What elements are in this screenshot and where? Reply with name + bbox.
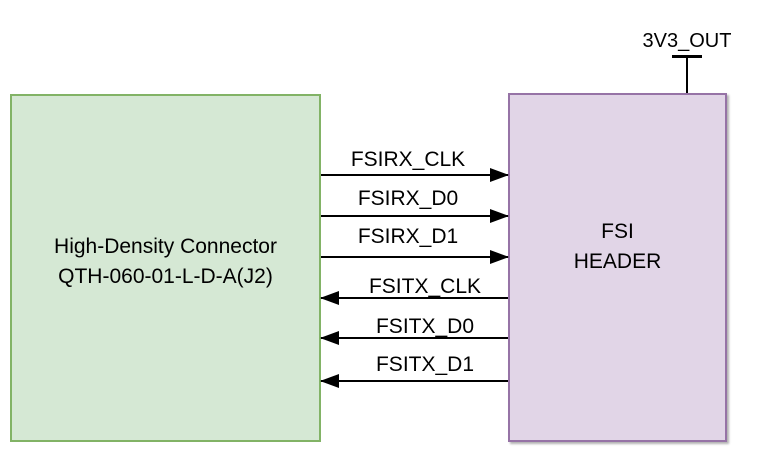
arrow-right-icon <box>490 209 509 223</box>
signal-label-fsirx-d0: FSIRX_D0 <box>357 187 459 210</box>
connector-part-number-text: QTH-060-01-L-D-A(J2) <box>58 265 273 288</box>
signal-line-fsirx-d0 <box>321 215 508 217</box>
arrow-right-icon <box>490 168 509 182</box>
signal-line-fsitx-clk <box>321 297 508 299</box>
fsi-text: FSI <box>601 220 634 243</box>
arrow-left-icon <box>320 331 339 345</box>
arrow-left-icon <box>320 374 339 388</box>
signal-label-fsitx-clk: FSITX_CLK <box>368 275 482 298</box>
high-density-connector-label: High-Density Connector QTH-060-01-L-D-A(… <box>12 232 319 292</box>
signal-label-fsirx-d1: FSIRX_D1 <box>357 225 459 248</box>
signal-line-fsirx-clk <box>321 174 508 176</box>
fsi-header-label: FSI HEADER <box>510 217 725 277</box>
signal-label-fsitx-d0: FSITX_D0 <box>375 315 475 338</box>
connector-name-text: High-Density Connector <box>54 235 277 258</box>
arrow-left-icon <box>320 291 339 305</box>
signal-label-fsirx-clk: FSIRX_CLK <box>350 148 466 171</box>
high-density-connector-box: High-Density Connector QTH-060-01-L-D-A(… <box>10 94 321 442</box>
signal-line-fsitx-d1 <box>321 380 508 382</box>
arrow-right-icon <box>490 250 509 264</box>
signal-line-fsitx-d0 <box>321 337 508 339</box>
header-text: HEADER <box>573 250 662 273</box>
power-rail-bar-icon <box>672 55 702 58</box>
power-stem-line <box>686 57 688 93</box>
signal-label-fsitx-d1: FSITX_D1 <box>375 353 475 376</box>
power-net-label: 3V3_OUT <box>642 30 732 52</box>
signal-line-fsirx-d1 <box>321 256 508 258</box>
fsi-header-box: FSI HEADER <box>508 93 727 442</box>
